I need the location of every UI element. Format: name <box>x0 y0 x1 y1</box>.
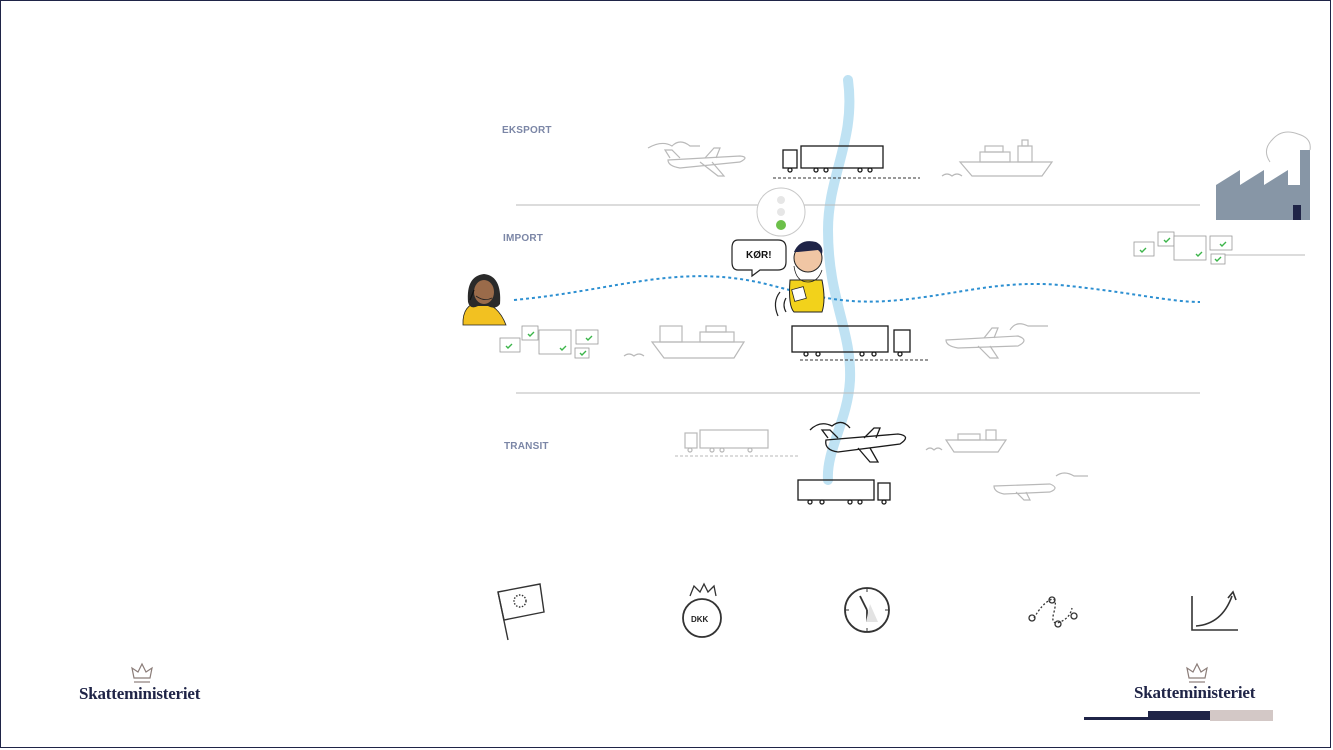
transit-row-label: TRANSIT <box>504 441 549 452</box>
customer-agent-icon <box>462 274 507 326</box>
import-row-label: IMPORT <box>503 233 544 244</box>
truck-icon-export <box>782 145 884 173</box>
footer-bar-navy <box>1148 711 1210 720</box>
speech-bubble-text: KØR! <box>746 250 772 261</box>
brand-logo-left: Skatteministeriet <box>79 684 201 703</box>
footer-bar-sand <box>1210 710 1273 721</box>
dkk-medal-icon: DKK <box>682 582 722 638</box>
truck-icon-import <box>791 325 911 357</box>
export-row-label: EKSPORT <box>502 125 552 136</box>
dotted-data-route <box>513 275 1201 303</box>
ship-icon-export <box>941 139 1054 177</box>
brand-logo-right: Skatteministeriet <box>1134 683 1256 702</box>
truck-icon-transit-bottom <box>797 479 891 505</box>
ship-icon-import <box>623 325 746 359</box>
traffic-light-icon <box>756 187 806 237</box>
clock-icon <box>844 587 890 633</box>
ship-icon-transit <box>925 429 1008 453</box>
route-icon <box>1028 596 1078 628</box>
crown-icon-right <box>1186 662 1208 683</box>
border-river <box>822 75 856 485</box>
dkk-badge-text: DKK <box>691 615 709 624</box>
cargo-boxes-left <box>499 325 599 359</box>
speech-bubble: KØR! <box>731 239 787 278</box>
crown-icon-left <box>131 662 153 683</box>
growth-curve-icon <box>1191 590 1238 631</box>
footer-bar-navy-thin <box>1084 717 1148 720</box>
cargo-boxes-right <box>1133 231 1233 265</box>
truck-icon-transit-left <box>684 429 769 453</box>
plane-icon-export <box>647 141 746 177</box>
customs-officer-icon <box>774 241 825 317</box>
factory-icon <box>1216 131 1311 220</box>
plane-icon-transit-right <box>993 472 1088 501</box>
plane-icon-transit <box>809 421 907 463</box>
eu-flag-icon <box>497 583 545 641</box>
plane-icon-import <box>945 323 1048 359</box>
